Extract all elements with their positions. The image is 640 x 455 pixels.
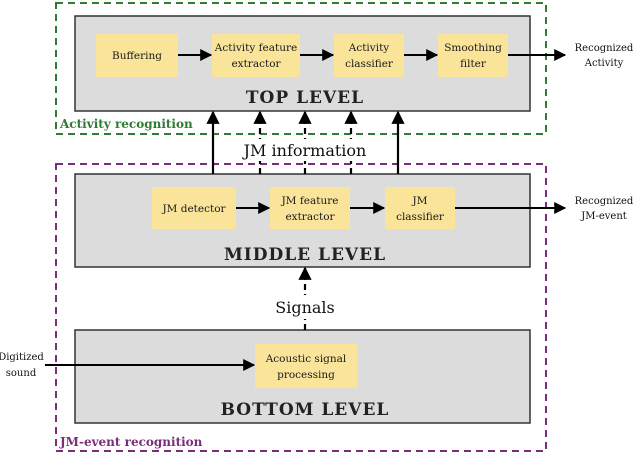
digitized-sound-line2: sound [6, 368, 37, 379]
jm-event-recognition-label: JM-event recognition [59, 435, 203, 449]
jm-detector-box [152, 187, 236, 229]
activity-classifier-label-line1: Activity [348, 42, 390, 54]
activity-feature-label-line1: Activity feature [214, 42, 297, 54]
jm-feature-label-line1: JM feature [281, 195, 339, 207]
top-level-title: TOP LEVEL [246, 88, 364, 108]
activity-classifier-box [334, 34, 404, 77]
jm-classifier-label-line1: JM [412, 195, 428, 207]
bottom-level-title: BOTTOM LEVEL [221, 400, 390, 420]
jm-detector-label: JM detector [161, 203, 226, 215]
buffering-box [96, 34, 178, 77]
activity-classifier-label-line2: classifier [345, 58, 394, 70]
acoustic-label-line1: Acoustic signal [265, 353, 347, 365]
buffering-label: Buffering [112, 50, 162, 62]
jm-information-backdrop [233, 139, 377, 161]
signals-backdrop [268, 295, 342, 319]
activity-feature-extractor-box [212, 34, 300, 77]
activity-recognition-group [55, 2, 547, 135]
jm-classifier-box [385, 187, 455, 229]
recognized-activity-line2: Activity [584, 58, 624, 69]
recognized-jm-event-line1: Recognized [575, 196, 634, 207]
smoothing-filter-label-line2: filter [460, 58, 487, 70]
jm-feature-extractor-box [270, 187, 350, 229]
activity-recognition-label: Activity recognition [59, 117, 193, 131]
smoothing-filter-label-line1: Smoothing [444, 42, 502, 54]
jm-information-label: JM information [242, 141, 367, 160]
acoustic-signal-processing-box [255, 344, 357, 388]
activity-feature-label-line2: extractor [231, 58, 281, 70]
middle-level-title: MIDDLE LEVEL [224, 245, 386, 265]
smoothing-filter-box [438, 34, 508, 77]
jm-classifier-label-line2: classifier [396, 211, 445, 223]
jm-event-recognition-group [55, 163, 547, 452]
signals-label: Signals [275, 298, 335, 317]
recognized-activity-line1: Recognized [575, 43, 634, 54]
jm-feature-label-line2: extractor [285, 211, 335, 223]
recognized-jm-event-line2: JM-event [580, 211, 627, 222]
acoustic-label-line2: processing [277, 369, 335, 381]
digitized-sound-line1: Digitized [0, 352, 44, 363]
